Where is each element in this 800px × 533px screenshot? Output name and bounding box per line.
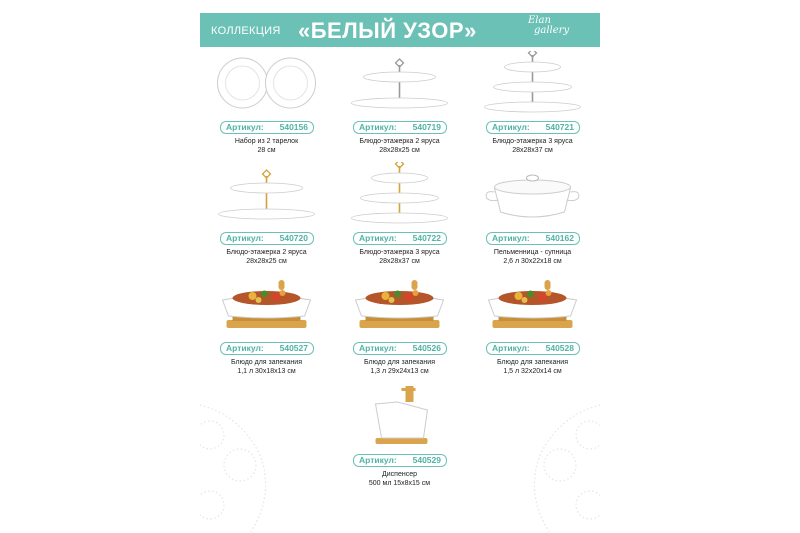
stand-3-silver-icon bbox=[484, 51, 581, 113]
product-description: Блюдо-этажерка 3 яруса 28x28x37 см bbox=[466, 137, 599, 155]
stand-3-gold-icon bbox=[351, 162, 448, 224]
article-label: Артикул: bbox=[359, 343, 397, 353]
article-badge: Артикул: 540721 bbox=[486, 121, 580, 134]
product-description: Блюдо-этажерка 3 яруса 28x28x37 см bbox=[333, 248, 466, 266]
product-size: 28x28x37 см bbox=[379, 258, 420, 265]
article-number: 540528 bbox=[545, 343, 574, 353]
brand-logo: Elan gallery bbox=[528, 15, 570, 36]
product-size: 1,5 л 32x20x14 см bbox=[503, 368, 562, 375]
product-size: 2,6 л 30x22x18 см bbox=[503, 258, 562, 265]
baking-dish-icon bbox=[487, 280, 578, 328]
product-name: Блюдо для запекания bbox=[231, 359, 302, 366]
product-name: Блюдо-этажерка 3 яруса bbox=[492, 138, 573, 145]
collection-label: КОЛЛЕКЦИЯ bbox=[211, 25, 281, 37]
article-number: 540527 bbox=[279, 343, 308, 353]
product-name: Диспенсер bbox=[382, 471, 417, 478]
product-name: Блюдо для запекания bbox=[364, 359, 435, 366]
article-badge: Артикул: 540528 bbox=[486, 342, 580, 355]
product-description: Диспенсер 500 мл 15x8x15 см bbox=[333, 470, 466, 488]
product-name: Пельменница - супница bbox=[493, 249, 572, 256]
product-name: Набор из 2 тарелок bbox=[234, 138, 299, 145]
product-description: Блюдо-этажерка 2 яруса 28x28x25 см bbox=[333, 137, 466, 155]
article-badge: Артикул: 540722 bbox=[353, 232, 447, 245]
product-description: Блюдо для запекания 1,1 л 30x18x13 см bbox=[200, 358, 333, 376]
product-size: 28x28x25 см bbox=[246, 258, 287, 265]
product-size: 1,1 л 30x18x13 см bbox=[237, 368, 296, 375]
product-size: 28 см bbox=[257, 147, 276, 154]
article-number: 540720 bbox=[279, 233, 308, 243]
article-badge: Артикул: 540529 bbox=[353, 454, 447, 467]
product-name: Блюдо-этажерка 2 яруса bbox=[226, 249, 307, 256]
product-size: 500 мл 15x8x15 см bbox=[368, 480, 431, 487]
article-label: Артикул: bbox=[226, 233, 264, 243]
stand-2-gold-icon bbox=[218, 169, 315, 220]
tureen-icon bbox=[485, 174, 580, 218]
product-name: Блюдо-этажерка 2 яруса bbox=[359, 138, 440, 145]
article-label: Артикул: bbox=[359, 122, 397, 132]
collection-header: КОЛЛЕКЦИЯ «БЕЛЫЙ УЗОР» Elan gallery bbox=[200, 13, 600, 47]
article-number: 540526 bbox=[412, 343, 441, 353]
article-number: 540721 bbox=[545, 122, 574, 132]
dispenser-icon bbox=[374, 386, 429, 444]
product-name: Блюдо-этажерка 3 яруса bbox=[359, 249, 440, 256]
article-number: 540162 bbox=[545, 233, 574, 243]
article-badge: Артикул: 540719 bbox=[353, 121, 447, 134]
article-badge: Артикул: 540526 bbox=[353, 342, 447, 355]
product-description: Блюдо для запекания 1,5 л 32x20x14 см bbox=[466, 358, 599, 376]
baking-dish-icon bbox=[221, 280, 312, 328]
article-label: Артикул: bbox=[226, 343, 264, 353]
article-label: Артикул: bbox=[226, 122, 264, 132]
article-badge: Артикул: 540720 bbox=[220, 232, 314, 245]
article-label: Артикул: bbox=[359, 455, 397, 465]
baking-dish-icon bbox=[354, 280, 445, 328]
lace-pattern-right-icon bbox=[533, 404, 600, 533]
collection-title: «БЕЛЫЙ УЗОР» bbox=[298, 18, 477, 43]
stand-2-silver-icon bbox=[351, 58, 448, 109]
plates-icon bbox=[217, 57, 316, 109]
product-size: 28x28x37 см bbox=[512, 147, 553, 154]
product-description: Набор из 2 тарелок 28 см bbox=[200, 137, 333, 155]
product-description: Блюдо для запекания 1,3 л 29x24x13 см bbox=[333, 358, 466, 376]
article-number: 540156 bbox=[279, 122, 308, 132]
article-badge: Артикул: 540162 bbox=[486, 232, 580, 245]
article-label: Артикул: bbox=[492, 233, 530, 243]
article-label: Артикул: bbox=[492, 343, 530, 353]
lace-pattern-left-icon bbox=[200, 404, 267, 533]
catalog-page: КОЛЛЕКЦИЯ «БЕЛЫЙ УЗОР» Elan gallery Арти… bbox=[200, 0, 600, 533]
article-number: 540722 bbox=[412, 233, 441, 243]
product-name: Блюдо для запекания bbox=[497, 359, 568, 366]
article-number: 540529 bbox=[412, 455, 441, 465]
article-badge: Артикул: 540527 bbox=[220, 342, 314, 355]
product-size: 28x28x25 см bbox=[379, 147, 420, 154]
article-label: Артикул: bbox=[492, 122, 530, 132]
article-number: 540719 bbox=[412, 122, 441, 132]
product-description: Пельменница - супница 2,6 л 30x22x18 см bbox=[466, 248, 599, 266]
article-badge: Артикул: 540156 bbox=[220, 121, 314, 134]
article-label: Артикул: bbox=[359, 233, 397, 243]
product-description: Блюдо-этажерка 2 яруса 28x28x25 см bbox=[200, 248, 333, 266]
product-size: 1,3 л 29x24x13 см bbox=[370, 368, 429, 375]
